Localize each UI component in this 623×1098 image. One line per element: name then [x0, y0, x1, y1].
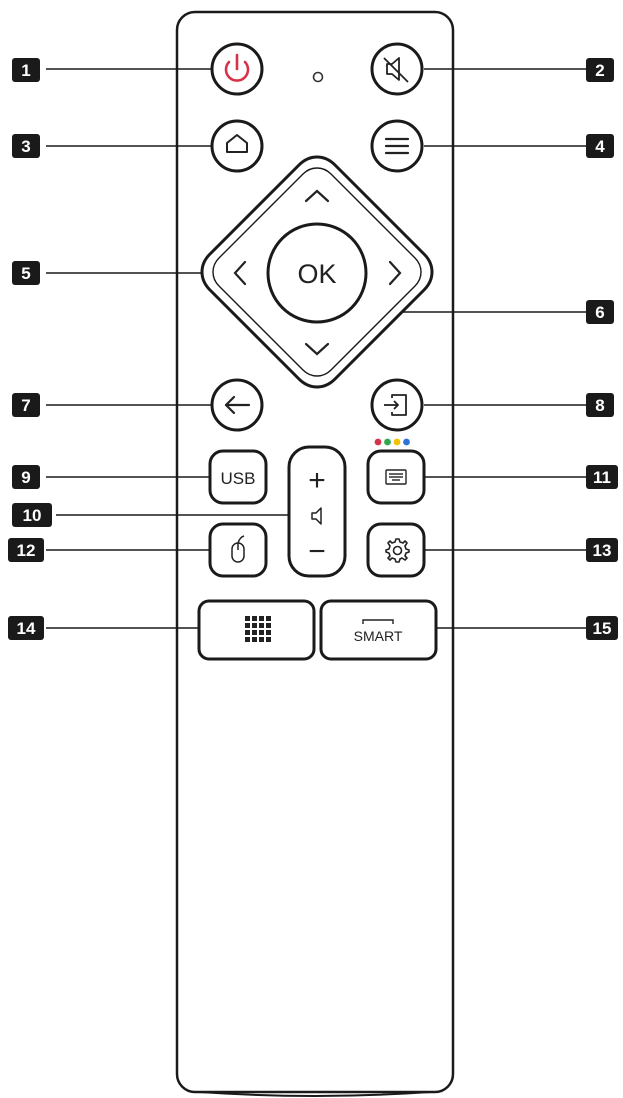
- callout-9: 9: [12, 465, 40, 489]
- home-button[interactable]: [210, 119, 264, 173]
- chevron-left-icon: [233, 260, 247, 286]
- menu-icon: [384, 137, 410, 155]
- svg-text:5: 5: [21, 264, 30, 283]
- callout-15: 15: [586, 616, 618, 640]
- callout-11: 11: [586, 465, 618, 489]
- svg-text:10: 10: [23, 506, 42, 525]
- input-source-icon: [384, 394, 407, 416]
- svg-text:11: 11: [593, 468, 611, 487]
- svg-text:13: 13: [593, 541, 612, 560]
- smart-bar-icon: [362, 619, 394, 624]
- svg-text:3: 3: [21, 137, 30, 156]
- callout-10: 10: [12, 503, 52, 527]
- mouse-icon: [231, 535, 245, 563]
- mouse-button[interactable]: [208, 522, 268, 578]
- color-dot: [374, 438, 382, 446]
- indicator-led: [312, 71, 324, 83]
- callout-1: 1: [12, 58, 40, 82]
- teletext-icon: [385, 469, 407, 485]
- settings-button[interactable]: [366, 522, 426, 578]
- svg-text:6: 6: [595, 303, 604, 322]
- gear-icon: [385, 538, 410, 563]
- chevron-down-icon: [304, 342, 330, 356]
- svg-text:8: 8: [595, 396, 604, 415]
- volume-down-button[interactable]: −: [308, 535, 326, 568]
- grid-icon: [245, 616, 271, 642]
- menu-button[interactable]: [370, 119, 424, 173]
- apps-button[interactable]: [197, 599, 316, 661]
- color-dot: [384, 438, 391, 446]
- callout-8: 8: [586, 393, 614, 417]
- svg-text:2: 2: [595, 61, 604, 80]
- dpad-up-button[interactable]: [304, 189, 330, 203]
- color-dot: [403, 438, 410, 446]
- back-arrow-icon: [224, 395, 251, 415]
- svg-text:1: 1: [21, 61, 30, 80]
- dpad-down-button[interactable]: [304, 342, 330, 356]
- svg-text:12: 12: [17, 541, 36, 560]
- usb-button[interactable]: USB: [208, 449, 268, 505]
- usb-label: USB: [221, 469, 256, 488]
- smart-button[interactable]: SMART: [319, 599, 438, 661]
- power-button[interactable]: [210, 42, 264, 96]
- home-icon: [226, 134, 248, 153]
- mute-icon: [383, 57, 409, 83]
- chevron-up-icon: [304, 189, 330, 203]
- teletext-button[interactable]: [366, 449, 426, 505]
- svg-text:4: 4: [595, 137, 605, 156]
- volume-rocker: + −: [287, 445, 347, 578]
- dpad-left-button[interactable]: [233, 260, 247, 286]
- dpad: OK: [200, 155, 434, 389]
- color-dots: [374, 438, 410, 446]
- smart-label: SMART: [354, 628, 403, 644]
- callout-5: 5: [12, 261, 40, 285]
- callout-3: 3: [12, 134, 40, 158]
- dpad-right-button[interactable]: [388, 260, 402, 286]
- volume-plus-label: +: [308, 464, 326, 497]
- back-button[interactable]: [210, 378, 264, 432]
- speaker-icon: [311, 507, 322, 525]
- volume-up-button[interactable]: +: [308, 464, 326, 497]
- volume-minus-label: −: [308, 535, 326, 568]
- callout-12: 12: [8, 538, 44, 562]
- callout-7: 7: [12, 393, 40, 417]
- svg-text:9: 9: [21, 468, 30, 487]
- callout-4: 4: [586, 134, 614, 158]
- svg-text:14: 14: [17, 619, 36, 638]
- ok-label: OK: [297, 259, 336, 289]
- mute-button[interactable]: [370, 42, 424, 96]
- callout-6: 6: [586, 300, 614, 324]
- svg-text:7: 7: [21, 396, 30, 415]
- power-icon: [224, 53, 250, 82]
- chevron-right-icon: [388, 260, 402, 286]
- callout-2: 2: [586, 58, 614, 82]
- ok-button[interactable]: OK: [266, 222, 368, 324]
- callouts: 1 2 3 4 5 6 7 8: [8, 58, 618, 640]
- svg-text:15: 15: [593, 619, 612, 638]
- callout-14: 14: [8, 616, 44, 640]
- source-button[interactable]: [370, 378, 424, 432]
- callout-13: 13: [586, 538, 618, 562]
- color-dot: [393, 438, 401, 446]
